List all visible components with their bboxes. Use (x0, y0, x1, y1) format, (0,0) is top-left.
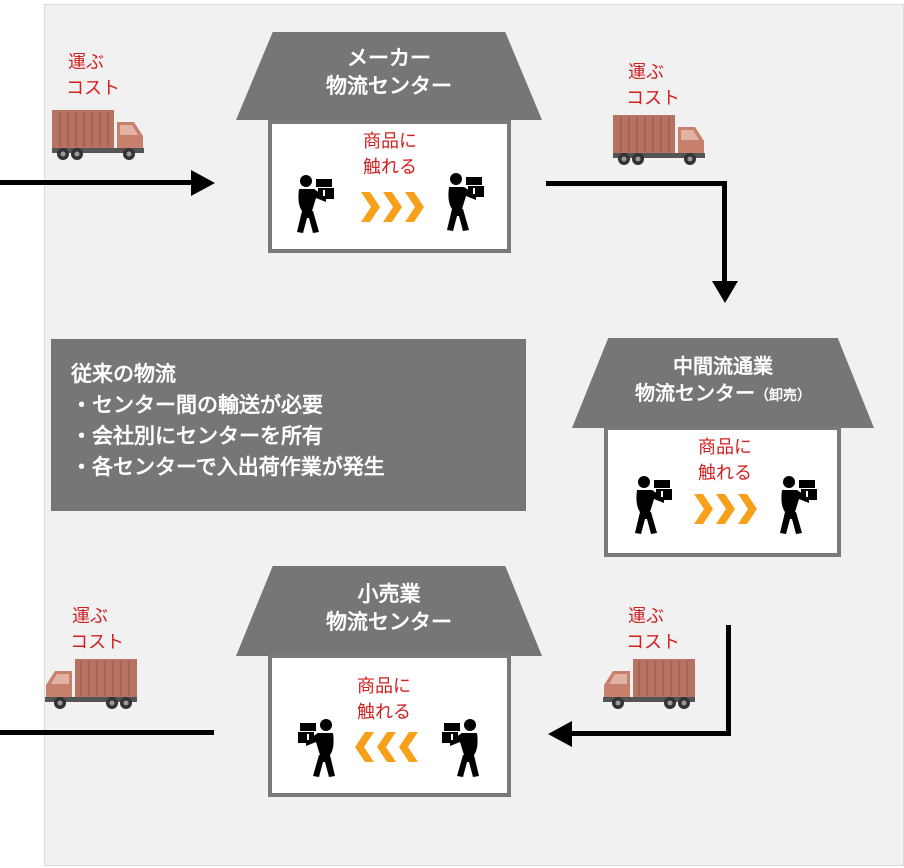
arrow-icon (712, 281, 738, 303)
worker-carrying-box-icon (630, 475, 678, 537)
transport-cost-line2: コスト (626, 88, 680, 109)
flow-line-maker-to-wholesale (546, 181, 727, 186)
transport-cost-label: 運ぶ コスト (626, 604, 680, 656)
flow-line-maker-to-wholesale-down (722, 181, 727, 283)
wholesale-center-roof: 中間流通業 物流センター（卸売） (572, 338, 874, 428)
transport-cost-line2: コスト (66, 78, 120, 99)
flow-line-incoming (0, 180, 193, 185)
flow-line-outgoing (0, 730, 214, 735)
truck-icon (51, 108, 147, 162)
retail-center-label-line1: 商品に (357, 676, 411, 697)
info-title: 従来の物流 (71, 362, 176, 386)
maker-center-roof: メーカー 物流センター (236, 32, 542, 120)
transport-cost-line2: コスト (70, 632, 124, 653)
retail-center-label: 商品に 触れる (334, 674, 434, 726)
maker-center-label-line2: 触れる (363, 157, 417, 178)
transport-cost-line1: 運ぶ (68, 52, 104, 73)
info-bullet: ・センター間の輸送が必要 (71, 393, 323, 417)
transport-cost-label: 運ぶ コスト (70, 604, 124, 656)
wholesale-center-title-suffix: （卸売） (755, 388, 811, 404)
maker-center-label: 商品に 触れる (340, 129, 440, 181)
transport-cost-line1: 運ぶ (628, 62, 664, 83)
arrow-icon (548, 721, 572, 747)
flow-line-wholesale-to-retail-left (572, 731, 731, 736)
maker-center-label-line1: 商品に (363, 131, 417, 152)
retail-center-title-line1: 小売業 (357, 582, 421, 606)
transport-cost-line1: 運ぶ (628, 606, 664, 627)
worker-carrying-box-icon (292, 718, 340, 780)
chevron-right-icon (359, 189, 429, 225)
wholesale-center-label-line2: 触れる (698, 463, 752, 484)
retail-center-label-line2: 触れる (357, 702, 411, 723)
retail-center-title-line2: 物流センター (326, 610, 452, 635)
transport-cost-line2: コスト (626, 632, 680, 653)
maker-center-title-line2: 物流センター (326, 74, 452, 99)
worker-carrying-box-icon (436, 718, 484, 780)
transport-cost-label: 運ぶ コスト (66, 50, 120, 102)
wholesale-center-title-line1: 中間流通業 (673, 354, 773, 378)
transport-cost-label: 運ぶ コスト (626, 60, 680, 112)
truck-icon (600, 657, 696, 711)
chevron-left-icon (350, 729, 420, 765)
transport-cost-line1: 運ぶ (72, 606, 108, 627)
wholesale-center-title-line2: 物流センター (635, 381, 755, 405)
worker-carrying-box-icon (775, 475, 823, 537)
info-bullet: ・各センターで入出荷作業が発生 (71, 455, 385, 479)
worker-carrying-box-icon (292, 174, 340, 236)
info-bullet: ・会社別にセンターを所有 (71, 424, 323, 448)
truck-icon (42, 657, 138, 711)
retail-center-roof: 小売業 物流センター (236, 566, 542, 656)
maker-center-title-line1: メーカー (347, 46, 431, 70)
chevron-right-icon (692, 491, 762, 527)
arrow-icon (191, 170, 215, 196)
conventional-logistics-box: 従来の物流 ・センター間の輸送が必要 ・会社別にセンターを所有 ・各センターで入… (51, 339, 526, 511)
flow-line-wholesale-to-retail (726, 625, 731, 736)
wholesale-center-label: 商品に 触れる (675, 435, 775, 487)
worker-carrying-box-icon (442, 172, 490, 234)
truck-icon (612, 113, 708, 167)
wholesale-center-label-line1: 商品に (698, 437, 752, 458)
